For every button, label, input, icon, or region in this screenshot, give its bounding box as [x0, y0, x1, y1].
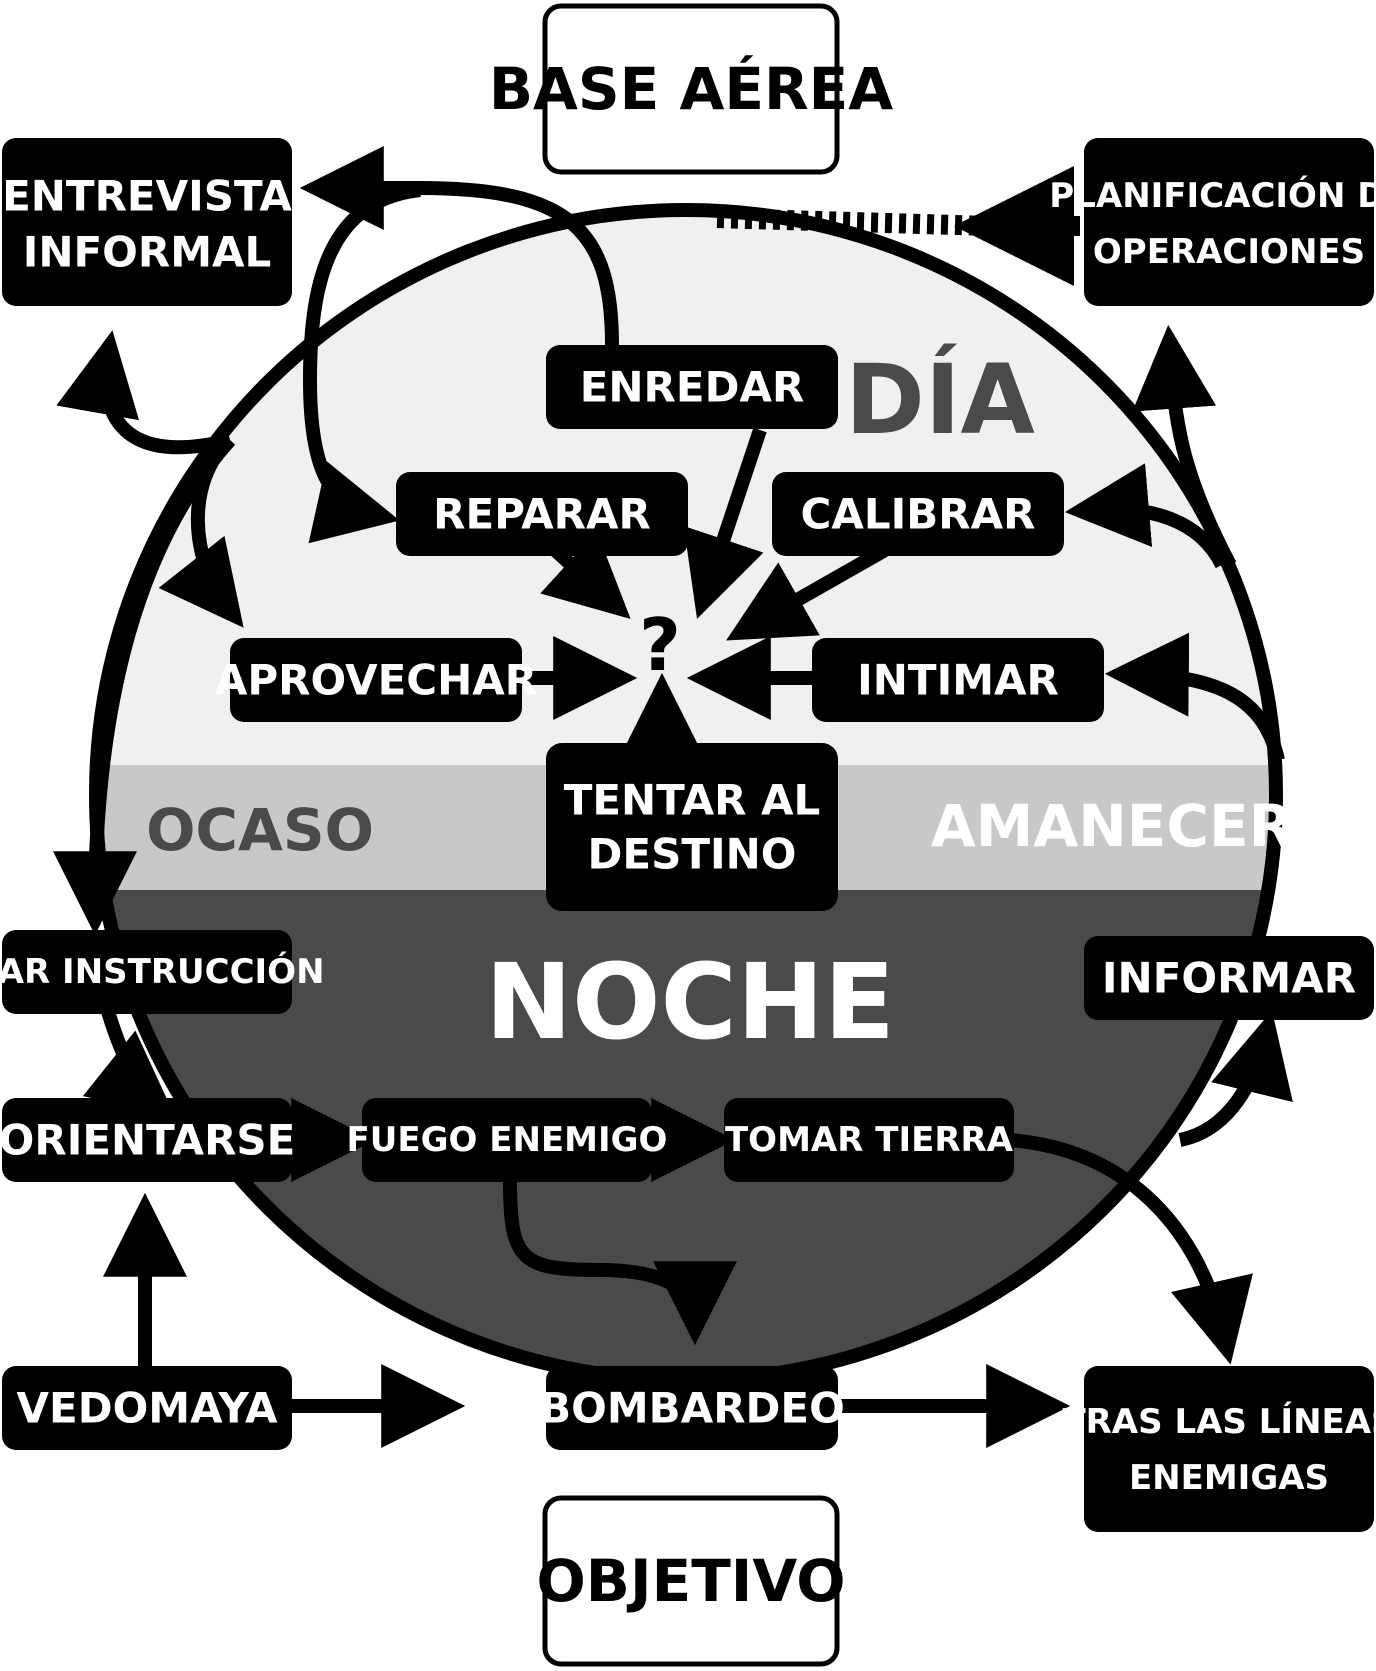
node-tras-lineas-line1: TRAS LAS LÍNEAS [1062, 1401, 1376, 1442]
arrow-to-planificacion [1132, 324, 1237, 569]
arrow-to-calibrar [1064, 463, 1229, 569]
node-bombardeo-label: BOMBARDEO [539, 1384, 845, 1433]
day-label: DÍA [845, 343, 1035, 456]
dusk-label: OCASO [146, 796, 374, 864]
start-label: BASE AÉREA [489, 54, 893, 123]
dawn-label: AMANECER [931, 792, 1294, 860]
arrow-reparar-to-center [540, 531, 631, 619]
node-tentar: TENTAR AL DESTINO [546, 743, 838, 911]
node-calibrar-label: CALIBRAR [801, 490, 1036, 539]
node-informar: INFORMAR [1084, 936, 1374, 1020]
node-tentar-line1: TENTAR AL [564, 776, 821, 825]
arrow-calibrar-to-center [726, 543, 889, 641]
node-vedomaya-label: VEDOMAYA [17, 1384, 278, 1433]
node-tras-lineas-line2: ENEMIGAS [1129, 1458, 1329, 1498]
node-calibrar: CALIBRAR [772, 472, 1064, 556]
node-dar-instruccion: DAR INSTRUCCIÓN [0, 930, 325, 1014]
node-enredar-label: ENREDAR [580, 363, 805, 412]
node-fuego-enemigo-label: FUEGO ENEMIGO [347, 1120, 668, 1160]
node-tomar-tierra: TOMAR TIERRA [724, 1098, 1014, 1182]
arrow-to-informar [1178, 1010, 1293, 1147]
node-bombardeo: BOMBARDEO [539, 1366, 845, 1450]
node-planificacion-line2: OPERACIONES [1093, 232, 1365, 272]
arrow-to-reparar [302, 183, 421, 544]
arrow-tomar-to-tras-lineas [1009, 1133, 1253, 1365]
node-aprovechar: APROVECHAR [215, 638, 537, 722]
node-entrevista-line1: ENTREVISTA [2, 172, 292, 221]
node-planificacion-line1: PLANIFICACIÓN DE [1049, 175, 1376, 216]
node-fuego-enemigo: FUEGO ENEMIGO [347, 1098, 668, 1182]
arrow-enredar-to-center [683, 427, 767, 619]
night-label: NOCHE [485, 941, 895, 1063]
start-box: BASE AÉREA [489, 3, 893, 175]
node-vedomaya: VEDOMAYA [2, 1366, 292, 1450]
node-tentar-line2: DESTINO [588, 830, 797, 879]
node-orientarse-label: ORIENTARSE [0, 1116, 295, 1165]
node-dar-instruccion-label: DAR INSTRUCCIÓN [0, 951, 325, 992]
end-box: OBJETIVO [536, 1495, 846, 1667]
node-informar-label: INFORMAR [1102, 954, 1356, 1003]
node-aprovechar-label: APROVECHAR [215, 656, 537, 705]
node-orientarse: ORIENTARSE [0, 1098, 295, 1182]
node-intimar: INTIMAR [812, 638, 1104, 722]
question-mark: ? [639, 603, 681, 687]
arrow-to-dar-instruccion [53, 435, 236, 936]
node-reparar: REPARAR [396, 472, 688, 556]
end-label: OBJETIVO [536, 1547, 845, 1615]
node-reparar-label: REPARAR [433, 490, 651, 539]
arrow-to-intimar [1104, 632, 1285, 762]
node-entrevista: ENTREVISTA INFORMAL [2, 138, 292, 306]
node-tras-lineas: TRAS LAS LÍNEAS ENEMIGAS [1062, 1366, 1376, 1532]
node-planificacion: PLANIFICACIÓN DE OPERACIONES [1049, 138, 1376, 306]
arrow-to-entrevista-up [56, 330, 232, 455]
node-tomar-tierra-label: TOMAR TIERRA [725, 1120, 1014, 1160]
node-intimar-label: INTIMAR [857, 656, 1059, 705]
node-enredar: ENREDAR [546, 345, 838, 429]
node-entrevista-line2: INFORMAL [23, 228, 272, 277]
dotted-continuation [714, 208, 991, 236]
arrow-enredar-to-entrevista [299, 146, 619, 346]
arrow-fuego-to-bombardeo [503, 1179, 737, 1346]
